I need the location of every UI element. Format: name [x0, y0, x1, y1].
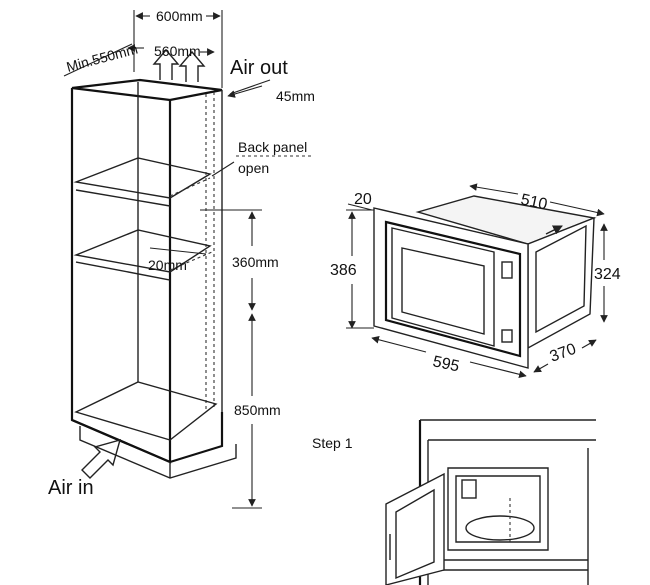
dim-370-line-right	[581, 339, 597, 349]
dim-20mm-line	[149, 247, 207, 255]
dim-550-line	[63, 43, 133, 77]
step1-turntable	[465, 515, 535, 541]
air-out-arrow-2	[178, 50, 206, 82]
label-step-1: Step 1	[312, 435, 353, 451]
dim-510-line-right	[549, 201, 605, 217]
dim-510-line-left	[469, 183, 519, 195]
cabinet-top	[71, 78, 223, 102]
dim-595-line-right	[469, 361, 527, 379]
shelf-middle-edge	[75, 261, 171, 281]
microwave-button	[501, 329, 513, 343]
dim-20-line	[347, 203, 373, 211]
microwave-side-inner	[535, 224, 587, 334]
shelf-dash-a	[169, 177, 211, 197]
label-850mm: 850mm	[234, 402, 281, 418]
step1-door	[385, 472, 445, 585]
step1-screw	[461, 479, 477, 499]
shelf-top-edge	[75, 189, 171, 207]
microwave-window	[401, 247, 485, 335]
label-20mm: 20mm	[148, 257, 187, 273]
label-600mm: 600mm	[156, 8, 203, 24]
label-air-in: Air in	[48, 477, 94, 499]
shelf-middle	[73, 229, 212, 273]
shelf-dash-b	[169, 251, 213, 271]
microwave-front-panel	[384, 220, 522, 358]
microwave-display	[501, 261, 513, 279]
dim-45-line-b	[229, 79, 271, 95]
label-370: 370	[548, 341, 579, 366]
label-20: 20	[354, 191, 372, 208]
cabinet-front-left-edge	[70, 88, 172, 464]
step1-drawing	[385, 419, 596, 585]
step1-cavity-inner	[455, 475, 541, 543]
shelf-bottom	[74, 381, 218, 441]
shelf-top	[73, 157, 212, 199]
step1-cavity	[447, 467, 549, 551]
air-out-arrow-1	[152, 48, 180, 80]
cabinet-drawing	[63, 10, 312, 509]
label-back-panel: Back panel	[238, 139, 307, 155]
dim-45-line	[227, 85, 263, 98]
microwave-drawing	[346, 183, 608, 379]
label-min-550mm: Min.550mm	[65, 41, 140, 75]
label-595: 595	[431, 353, 461, 375]
label-510: 510	[519, 191, 549, 213]
cabinet-base	[71, 412, 224, 464]
dim-370-line-left	[533, 363, 549, 373]
back-panel-leader	[211, 161, 235, 177]
label-386: 386	[330, 262, 357, 279]
dim-595-line-left	[371, 336, 427, 353]
microwave-door	[391, 227, 495, 347]
air-in-arrow	[81, 438, 122, 479]
label-45mm: 45mm	[276, 88, 315, 104]
label-back-panel-open: open	[238, 160, 269, 176]
step1-door-window	[395, 488, 435, 580]
label-360mm: 360mm	[232, 254, 279, 270]
microwave-vent-arrow	[545, 225, 563, 235]
label-560mm: 560mm	[154, 43, 201, 59]
label-324: 324	[594, 266, 621, 283]
label-air-out: Air out	[230, 57, 288, 79]
